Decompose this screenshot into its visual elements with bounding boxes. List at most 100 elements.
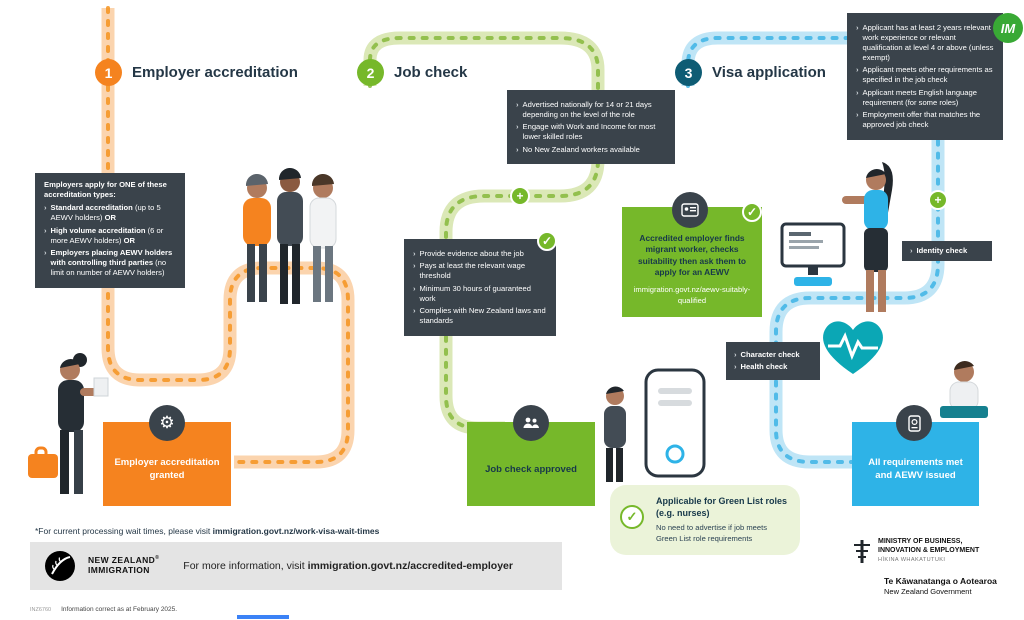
check-icon: ✓ xyxy=(626,509,638,524)
stage-1-title: Employer accreditation xyxy=(132,64,298,81)
list-item: › Engage with Work and Income for most l… xyxy=(516,122,656,142)
bullet-chevron-icon: › xyxy=(856,22,859,32)
list-item: › Applicant meets English language requi… xyxy=(856,87,977,107)
footnote-text: *For current processing wait times, plea… xyxy=(35,526,213,536)
green-list-body: No need to advertise if job meets Green … xyxy=(656,523,768,543)
check-icon: ✓ xyxy=(746,205,758,219)
businesswoman-illustration xyxy=(28,353,109,494)
mbie-crest-icon xyxy=(854,540,870,563)
people-glyph xyxy=(523,417,539,428)
check-badge: ✓ xyxy=(742,202,762,222)
bullet-chevron-icon: › xyxy=(734,362,737,372)
bullet-chevron-icon: › xyxy=(910,246,913,255)
govt-line2: New Zealand Government xyxy=(884,587,972,596)
bullet-chevron-icon: › xyxy=(856,65,859,75)
gear-glyph: ⚙ xyxy=(159,413,175,432)
nz-logo-line1: NEW ZEALAND xyxy=(88,555,156,566)
inz-logo-badge: IM xyxy=(993,13,1023,43)
mbie-line1: MINISTRY OF BUSINESS, xyxy=(878,538,963,545)
plus-badge: + xyxy=(510,186,530,206)
document-code: INZ6760 xyxy=(30,607,52,613)
people-icon xyxy=(513,405,549,441)
wait-times-link[interactable]: immigration.govt.nz/work-visa-wait-times xyxy=(212,526,380,536)
list-item: › Minimum 30 hours of guaranteed work xyxy=(413,283,531,303)
list-item: › Applicant meets other requirements as … xyxy=(856,65,993,85)
stage-3-number: 3 xyxy=(675,59,702,86)
green-list-title: Applicable for Green List roles (e.g. nu… xyxy=(656,496,788,518)
phone-illustration xyxy=(604,368,706,482)
footer-bar: NEW ZEALAND® IMMIGRATION For more inform… xyxy=(30,542,562,590)
accreditation-granted-label: Employer accreditation granted xyxy=(114,457,220,481)
bullet-chevron-icon: › xyxy=(44,225,47,235)
list-item: › Identity check xyxy=(910,246,968,255)
list-item: › Employers placing AEWV holders with co… xyxy=(44,248,173,278)
list-item: › Advertised nationally for 14 or 21 day… xyxy=(516,99,652,119)
list-item: › Health check xyxy=(734,362,788,372)
correct-as-at-note: Information correct as at February 2025. xyxy=(61,606,178,613)
list-item: › Applicant has at least 2 years relevan… xyxy=(856,22,994,62)
bullet-chevron-icon: › xyxy=(516,99,519,109)
check-icon: ✓ xyxy=(541,234,553,248)
stage-2-title: Job check xyxy=(394,64,468,81)
bullet-chevron-icon: › xyxy=(734,349,737,359)
bullet-chevron-icon: › xyxy=(516,122,519,132)
identity-check-box: › Identity check xyxy=(902,241,992,262)
plus-badge: + xyxy=(928,190,948,210)
bullet-chevron-icon: › xyxy=(413,261,416,271)
bullet-chevron-icon: › xyxy=(44,203,47,213)
character-health-check-box: › Character check › Health check xyxy=(726,342,820,380)
bullet-chevron-icon: › xyxy=(516,144,519,154)
stage-2-number: 2 xyxy=(357,59,384,86)
mbie-line2: INNOVATION & EMPLOYMENT xyxy=(878,546,980,554)
mbie-line3: HĪKINA WHAKATUTUKI xyxy=(878,556,946,563)
bullet-chevron-icon: › xyxy=(413,283,416,293)
accredited-employer-link[interactable]: immigration.govt.nz/accredited-employer xyxy=(307,560,513,572)
check-badge: ✓ xyxy=(620,505,644,529)
id-card-glyph xyxy=(681,203,699,217)
bullet-chevron-icon: › xyxy=(413,306,416,316)
stage-2-number-label: 2 xyxy=(366,64,375,81)
nz-immigration-logo: NEW ZEALAND® IMMIGRATION xyxy=(88,555,160,576)
list-item: › Pays at least the relevant wage thresh… xyxy=(413,261,526,281)
laptop-person-illustration xyxy=(940,361,988,418)
plus-icon: + xyxy=(516,189,524,203)
bullet-chevron-icon: › xyxy=(413,248,416,258)
wait-times-footnote: *For current processing wait times, plea… xyxy=(35,526,379,536)
plus-icon: + xyxy=(934,193,942,207)
passport-glyph xyxy=(907,414,921,432)
accreditation-intro: Employers apply for ONE of these accredi… xyxy=(44,180,167,200)
list-item: › Complies with New Zealand laws and sta… xyxy=(413,306,546,326)
document-meta: INZ6760 Information correct as at Februa… xyxy=(30,606,177,613)
employer-finds-text: Accredited employer finds migrant worker… xyxy=(638,233,746,278)
job-check-advertising-box: › Advertised nationally for 14 or 21 day… xyxy=(507,90,675,165)
green-path-arrows xyxy=(368,36,600,430)
list-item: › No New Zealand workers available xyxy=(516,144,640,154)
list-item: › Standard accreditation (up to 5 AEWV h… xyxy=(44,203,161,223)
nz-government-block: Te Kāwanatanga o Aotearoa New Zealand Go… xyxy=(884,576,997,596)
bullet-chevron-icon: › xyxy=(856,87,859,97)
check-badge: ✓ xyxy=(537,231,557,251)
inz-logo-text: IM xyxy=(1000,20,1016,36)
suitably-qualified-link[interactable]: immigration.govt.nz/aewv-suitably-qualif… xyxy=(633,285,751,305)
stage-3-number-label: 3 xyxy=(684,64,693,81)
id-card-icon xyxy=(672,192,708,228)
monitor-illustration xyxy=(780,222,846,286)
nz-logo-line2: IMMIGRATION xyxy=(88,565,150,575)
footer-info-text: For more information, visit immigration.… xyxy=(183,560,513,572)
aewv-issued-label: All requirements met and AEWV issued xyxy=(868,457,963,481)
stage-1-number-label: 1 xyxy=(104,64,113,81)
list-item: › Employment offer that matches the appr… xyxy=(856,110,981,130)
govt-line1: Te Kāwanatanga o Aotearoa xyxy=(884,576,997,586)
stage-3-title: Visa application xyxy=(712,64,826,81)
blue-path-arrows xyxy=(686,36,940,464)
bullet-chevron-icon: › xyxy=(44,248,47,258)
registered-mark: ® xyxy=(155,555,160,562)
list-item: › High volume accreditation (6 or more A… xyxy=(44,225,164,245)
heart-pulse-icon xyxy=(823,321,883,374)
mbie-logo-block: MINISTRY OF BUSINESS, INNOVATION & EMPLO… xyxy=(852,538,979,565)
orange-path-arrows xyxy=(106,6,350,464)
people-group-illustration xyxy=(243,167,337,304)
job-check-evidence-box: › Provide evidence about the job › Pays … xyxy=(404,239,556,336)
